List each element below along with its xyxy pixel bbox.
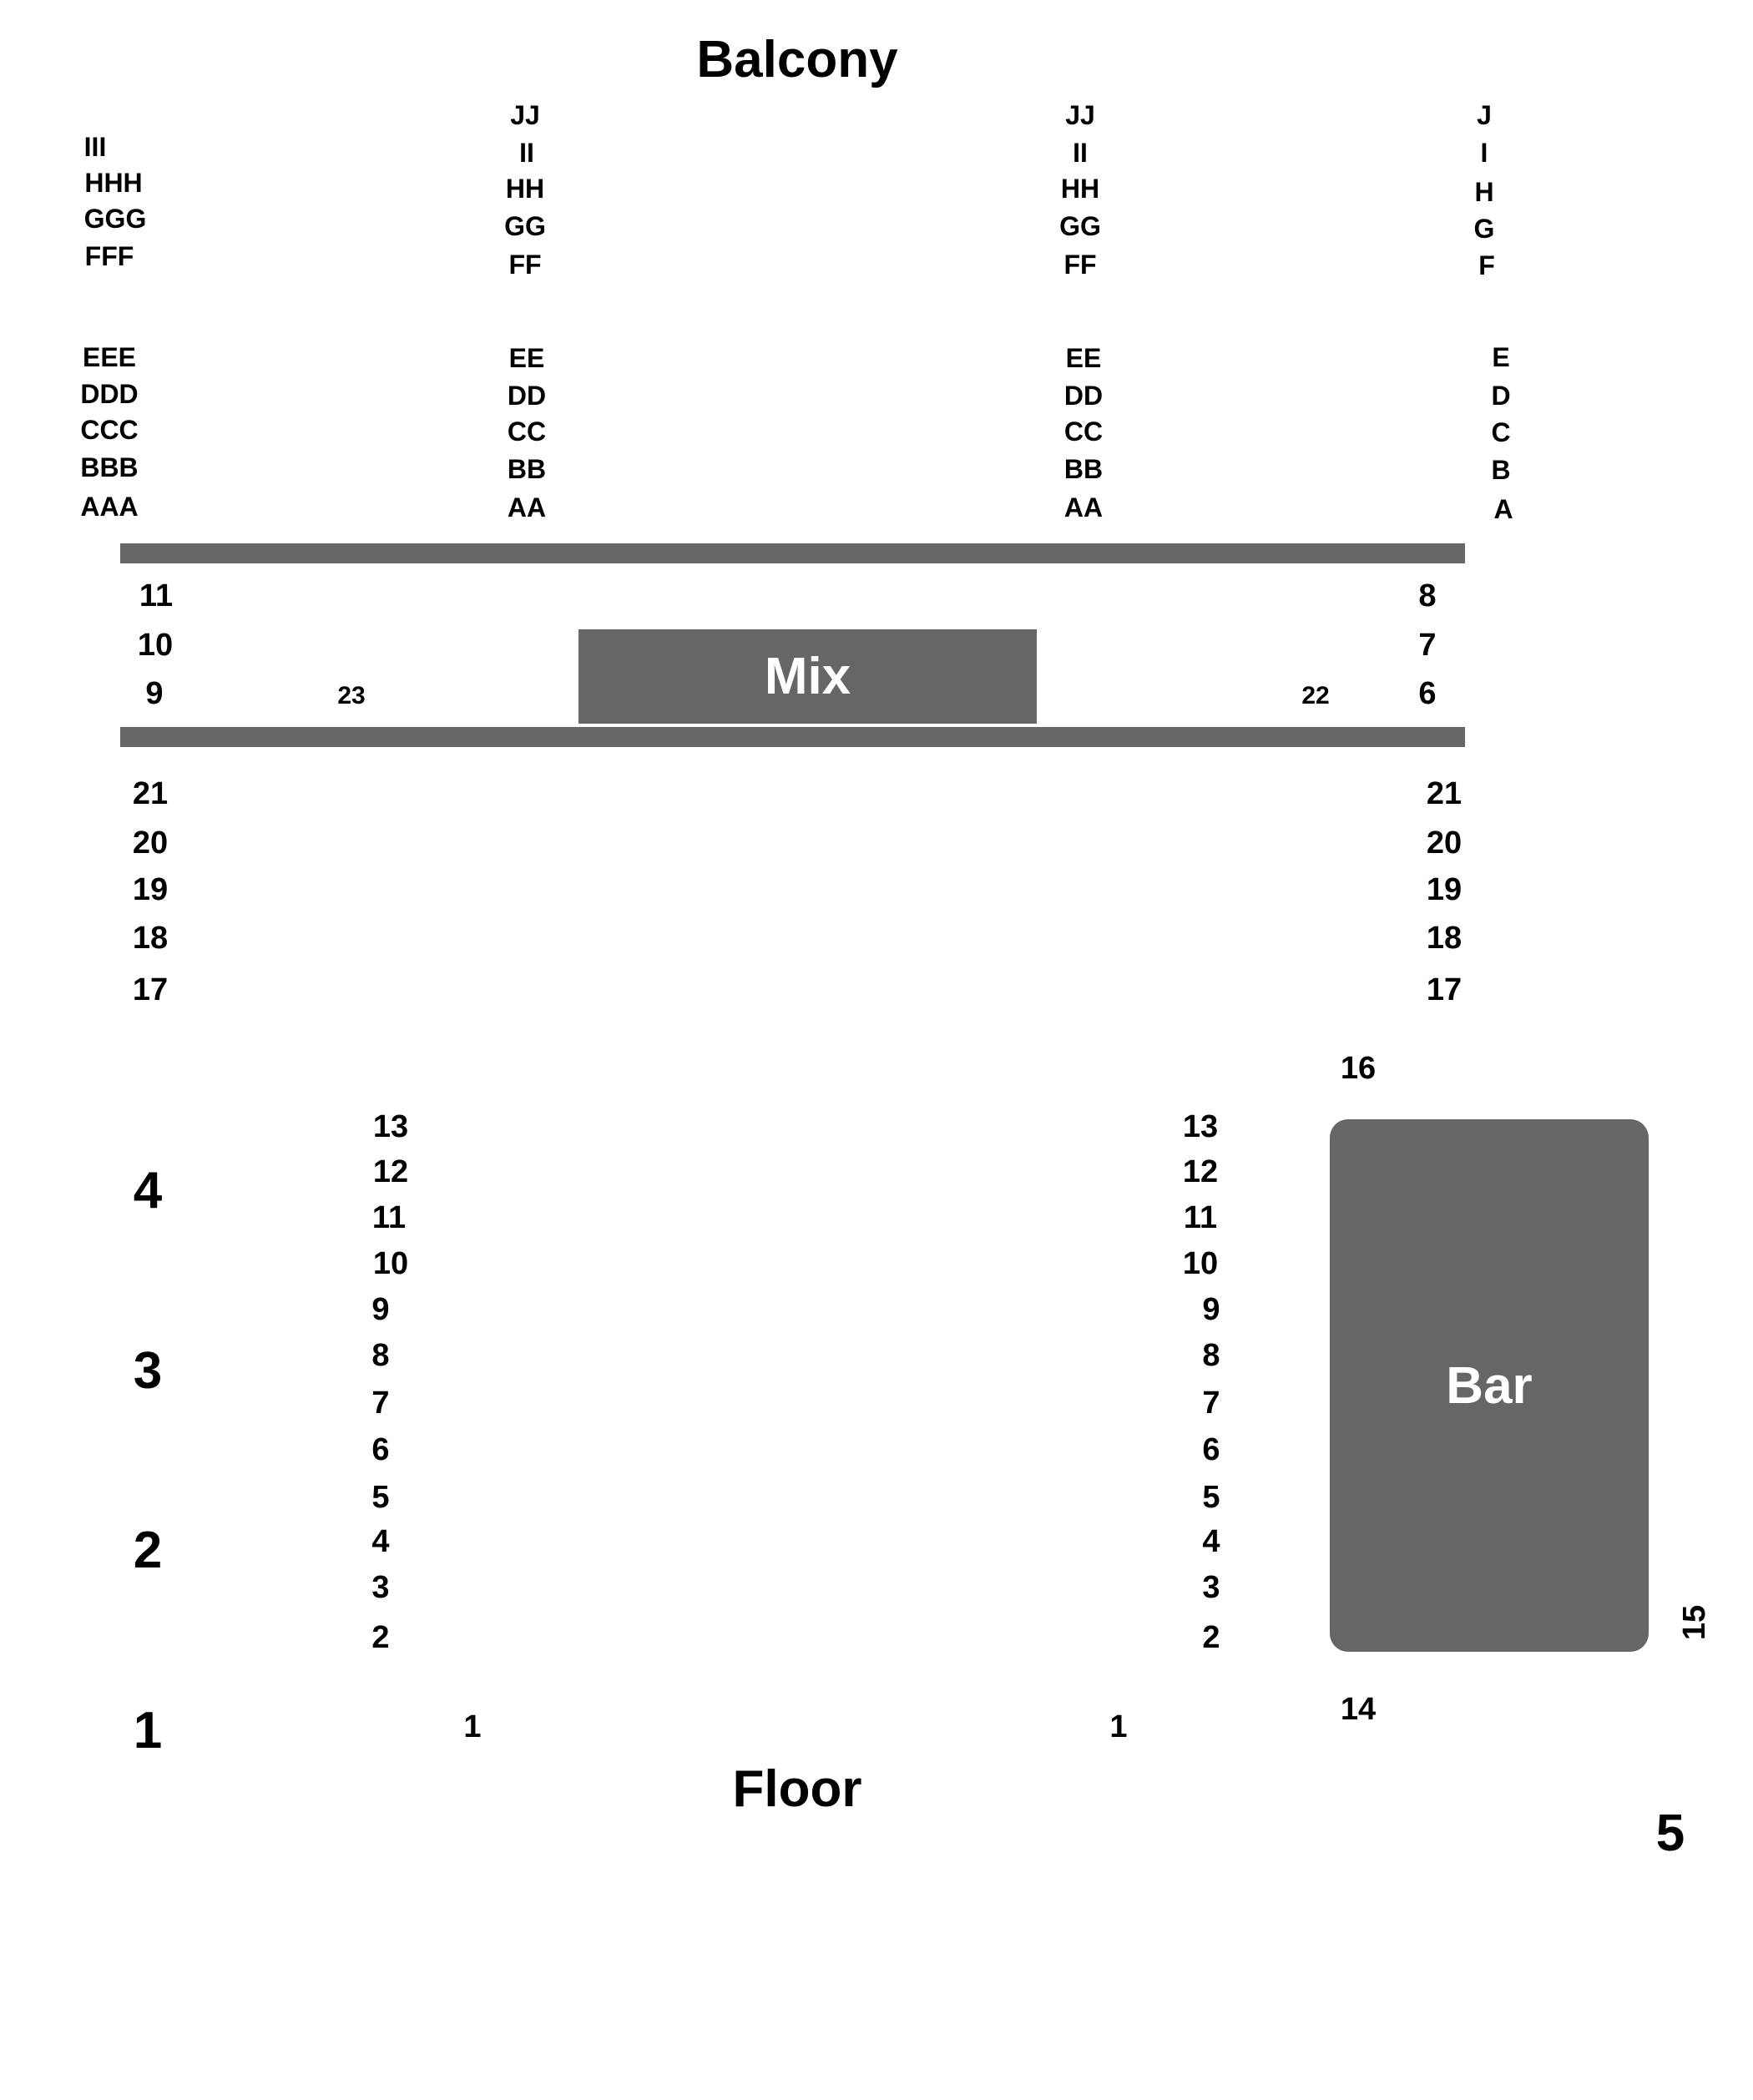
mix-label: Mix	[764, 648, 851, 705]
row-label[interactable]: A	[1493, 494, 1513, 524]
row-label[interactable]: 14	[1340, 1692, 1377, 1727]
row-label[interactable]: 13	[372, 1109, 409, 1144]
row-label[interactable]: 4	[371, 1524, 390, 1559]
row-label[interactable]: DD	[1063, 381, 1104, 411]
row-label[interactable]: 11	[1183, 1200, 1218, 1235]
balcony-rail-bottom	[120, 727, 1465, 747]
row-label[interactable]: CC	[1063, 416, 1104, 447]
row-label[interactable]: 17	[132, 972, 169, 1007]
row-label[interactable]: DDD	[80, 379, 139, 409]
row-label[interactable]: 5	[1202, 1480, 1220, 1515]
section-number[interactable]: 2	[133, 1522, 163, 1579]
section-number[interactable]: 3	[133, 1342, 163, 1400]
row-label[interactable]: I	[1480, 138, 1488, 168]
row-label[interactable]: III	[83, 132, 107, 162]
row-label[interactable]: D	[1491, 381, 1511, 411]
row-label[interactable]: 13	[1182, 1109, 1219, 1144]
row-label[interactable]: 12	[372, 1154, 409, 1189]
balcony-title: Balcony	[696, 31, 898, 88]
row-label[interactable]: 19	[1426, 872, 1463, 907]
row-label[interactable]: JJ	[1065, 100, 1095, 130]
row-label[interactable]: 8	[1202, 1338, 1220, 1373]
row-label[interactable]: EEE	[82, 342, 137, 372]
row-label[interactable]: II	[519, 138, 534, 168]
row-label[interactable]: DD	[507, 381, 547, 411]
row-label[interactable]: 11	[371, 1200, 407, 1235]
row-label[interactable]: AAA	[80, 492, 139, 522]
row-label[interactable]: 18	[132, 921, 169, 956]
row-label[interactable]: 15	[1677, 1604, 1712, 1641]
row-label[interactable]: BB	[507, 454, 547, 484]
row-label[interactable]: 10	[1182, 1246, 1219, 1281]
row-label[interactable]: FFF	[84, 241, 134, 271]
row-label[interactable]: GGG	[83, 204, 147, 234]
row-label[interactable]: 9	[145, 676, 164, 711]
row-label[interactable]: 6	[371, 1432, 390, 1467]
row-label[interactable]: 1	[463, 1709, 482, 1744]
row-label[interactable]: 20	[132, 825, 169, 861]
row-label[interactable]: 21	[1426, 776, 1463, 811]
row-label[interactable]: EE	[1065, 343, 1102, 373]
row-label[interactable]: 7	[371, 1386, 390, 1421]
bar-label: Bar	[1446, 1356, 1533, 1415]
row-label[interactable]: CCC	[80, 415, 139, 445]
row-label[interactable]: 4	[1202, 1524, 1220, 1559]
bar-area: Bar	[1330, 1119, 1649, 1652]
row-label[interactable]: H	[1474, 177, 1494, 207]
row-label[interactable]: 9	[1202, 1292, 1220, 1327]
row-label[interactable]: 18	[1426, 921, 1463, 956]
row-label[interactable]: JJ	[510, 100, 540, 130]
section-number[interactable]: 4	[133, 1162, 163, 1219]
row-label[interactable]: 19	[132, 872, 169, 907]
row-label[interactable]: E	[1492, 342, 1510, 372]
row-label[interactable]: HH	[1060, 174, 1100, 204]
row-label[interactable]: GG	[504, 211, 546, 241]
row-label[interactable]: C	[1491, 417, 1511, 447]
row-label[interactable]: HHH	[84, 168, 143, 198]
row-label[interactable]: 3	[1202, 1570, 1220, 1605]
section-number[interactable]: 5	[1655, 1805, 1685, 1862]
row-label[interactable]: G	[1473, 214, 1495, 244]
row-label[interactable]: 11	[139, 578, 174, 613]
row-label[interactable]: 16	[1340, 1051, 1377, 1086]
row-label[interactable]: 1	[1109, 1709, 1128, 1744]
row-label[interactable]: GG	[1059, 211, 1101, 241]
row-label[interactable]: II	[1073, 138, 1088, 168]
row-label[interactable]: 8	[371, 1338, 390, 1373]
row-label[interactable]: 3	[371, 1570, 390, 1605]
row-label[interactable]: AA	[507, 492, 547, 522]
row-label[interactable]: FF	[1063, 250, 1097, 280]
row-label[interactable]: HH	[505, 174, 545, 204]
row-label[interactable]: 23	[337, 682, 366, 709]
row-label[interactable]: 10	[137, 628, 174, 663]
row-label[interactable]: AA	[1063, 492, 1104, 522]
row-label[interactable]: 8	[1418, 578, 1437, 613]
row-label[interactable]: 2	[371, 1620, 390, 1655]
row-label[interactable]: 20	[1426, 825, 1463, 861]
row-label[interactable]: 7	[1202, 1386, 1220, 1421]
section-number[interactable]: 1	[133, 1702, 163, 1759]
row-label[interactable]: 6	[1202, 1432, 1220, 1467]
row-label[interactable]: 22	[1301, 682, 1330, 709]
balcony-rail-top	[120, 543, 1465, 563]
row-label[interactable]: 12	[1182, 1154, 1219, 1189]
row-label[interactable]: 2	[1202, 1620, 1220, 1655]
row-label[interactable]: 21	[132, 776, 169, 811]
row-label[interactable]: 10	[372, 1246, 409, 1281]
row-label[interactable]: F	[1478, 250, 1495, 280]
row-label[interactable]: EE	[508, 343, 545, 373]
row-label[interactable]: BB	[1063, 454, 1104, 484]
row-label[interactable]: 6	[1418, 676, 1437, 711]
row-label[interactable]: FF	[508, 250, 542, 280]
row-label[interactable]: 9	[371, 1292, 390, 1327]
row-label[interactable]: 17	[1426, 972, 1463, 1007]
row-label[interactable]: CC	[507, 416, 547, 447]
row-label[interactable]: BBB	[80, 452, 139, 482]
mix-area: Mix	[578, 629, 1037, 724]
row-label[interactable]: B	[1491, 455, 1511, 485]
row-label[interactable]: J	[1477, 100, 1492, 130]
row-label[interactable]: 7	[1418, 628, 1437, 663]
row-label[interactable]: 5	[371, 1480, 390, 1515]
floor-title: Floor	[732, 1760, 862, 1818]
